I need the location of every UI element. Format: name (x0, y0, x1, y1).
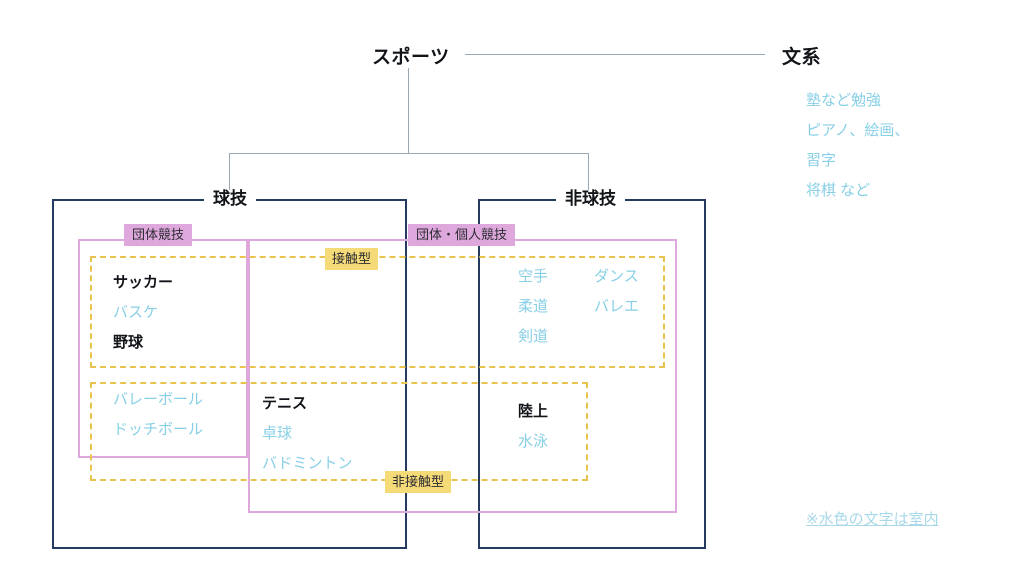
list-humanities: 塾など勉強ピアノ、絵画、習字将棋 など (806, 86, 909, 206)
group-title-ball-sports: 球技 (204, 190, 256, 207)
list-item: テニス (262, 395, 308, 412)
group-title-non-ball-sports: 非球技 (556, 190, 625, 207)
list-item: バスケ (113, 304, 159, 321)
connector-branch-right (588, 153, 589, 199)
list-non-ball-contact-column-1: 空手柔道剣道 (518, 262, 548, 352)
footnote-legend: ※水色の文字は室内 (806, 511, 939, 528)
list-item: 野球 (113, 334, 144, 351)
badge-team-individual-competition: 団体・個人競技 (408, 224, 516, 246)
connector-root-vertical (408, 68, 409, 153)
root-title: スポーツ (372, 47, 450, 68)
list-item: バレエ (594, 298, 640, 315)
category-box-non-contact-type (90, 382, 588, 481)
list-item: バドミントン (262, 455, 353, 472)
list-item: ピアノ、絵画、 (806, 122, 910, 139)
list-item: 柔道 (518, 298, 549, 315)
badge-non-contact-type: 非接触型 (385, 471, 452, 493)
list-ball-team-non-contact: バレーボールドッチボール (113, 385, 203, 445)
list-item: ドッチボール (113, 421, 204, 438)
connector-branch-left (229, 153, 230, 199)
list-item: 空手 (518, 268, 549, 285)
list-item: 水泳 (518, 433, 549, 450)
list-item: ダンス (594, 268, 639, 285)
category-box-contact-type (90, 256, 665, 368)
list-item: 陸上 (518, 403, 549, 420)
list-item: 卓球 (262, 425, 293, 442)
list-item: バレーボール (113, 391, 204, 408)
list-non-ball-contact-column-2: ダンスバレエ (594, 262, 639, 322)
list-item: 塾など勉強 (806, 92, 882, 109)
badge-contact-type: 接触型 (325, 248, 379, 270)
list-item: 将棋 など (806, 182, 871, 199)
list-item: サッカー (113, 274, 174, 291)
root-horizontal-rule (465, 54, 765, 55)
humanities-title: 文系 (782, 47, 822, 68)
list-non-ball-non-contact: 陸上水泳 (518, 397, 548, 457)
badge-team-competition: 団体競技 (124, 224, 193, 246)
list-ball-team-contact: サッカーバスケ野球 (113, 268, 173, 358)
list-ball-individual-non-contact: テニス卓球バドミントン (262, 389, 352, 479)
connector-horizontal-split (229, 153, 589, 154)
list-item: 剣道 (518, 328, 549, 345)
list-item: 習字 (806, 152, 837, 169)
